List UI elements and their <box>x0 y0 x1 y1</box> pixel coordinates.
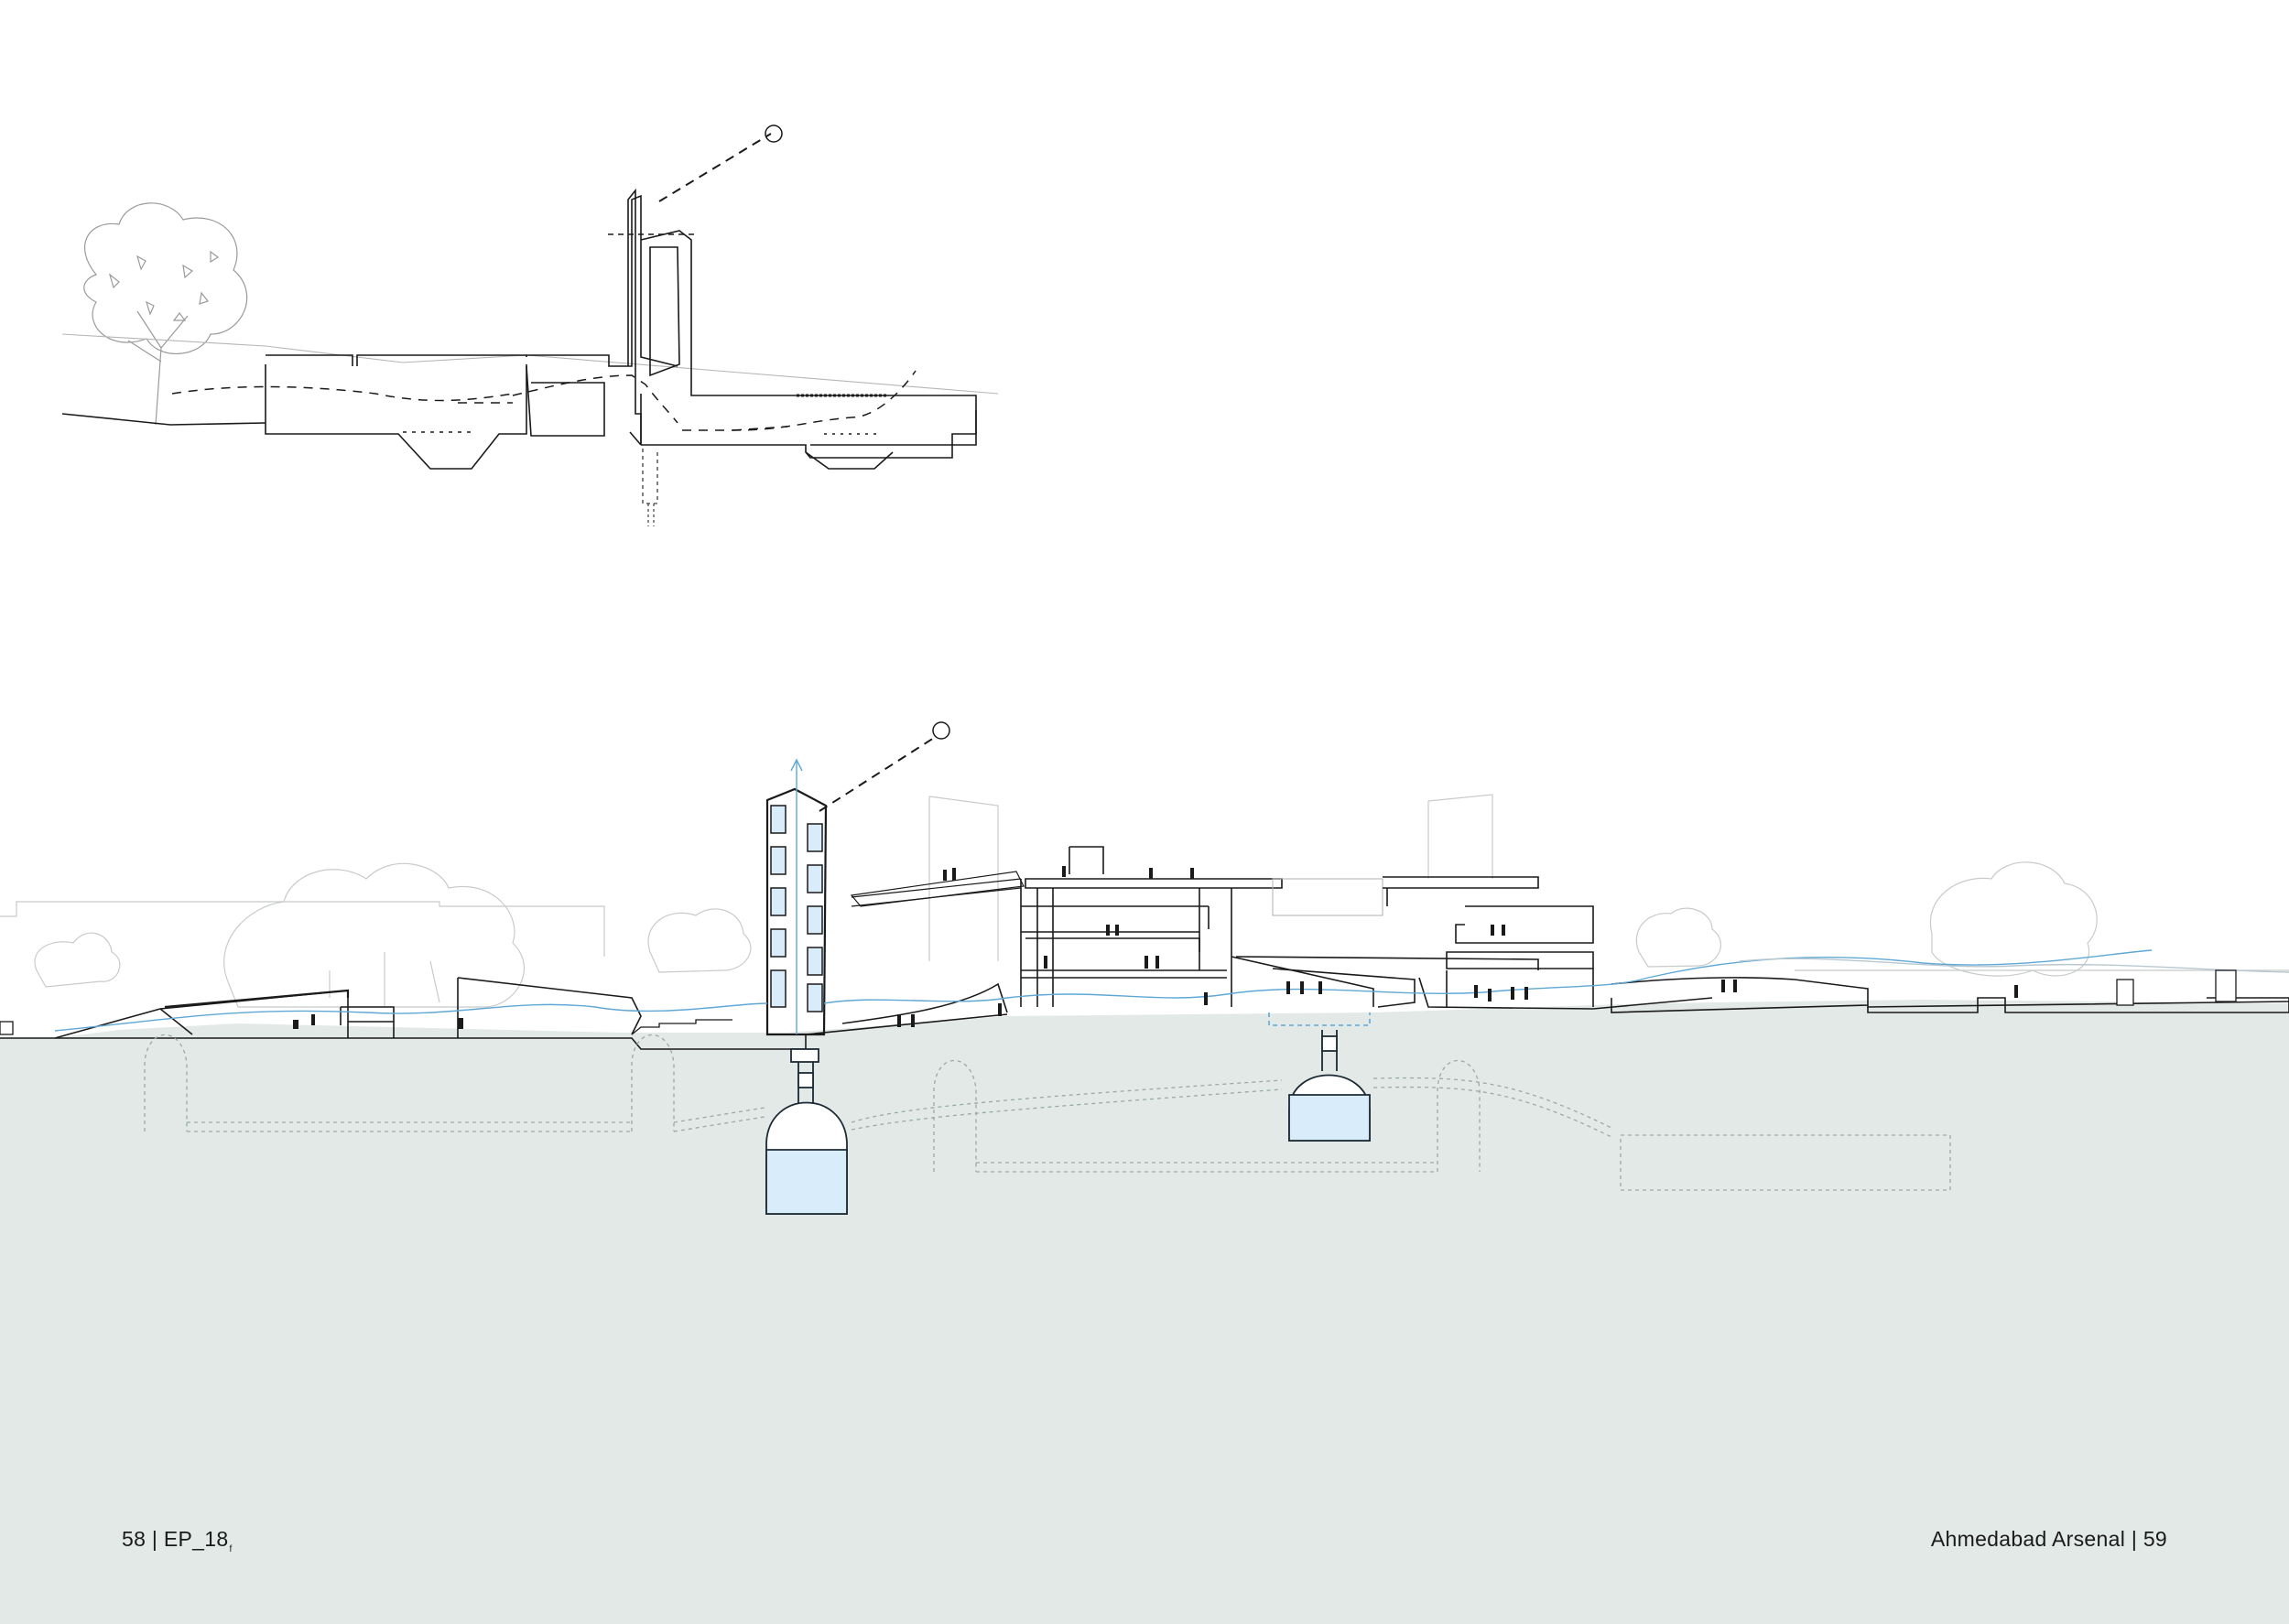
left-separator: | <box>151 1527 158 1551</box>
right-page-title: Ahmedabad Arsenal <box>1930 1527 2126 1551</box>
lower-section-drawing <box>0 721 2289 1215</box>
right-separator: | <box>2131 1527 2138 1551</box>
right-page-number: 59 <box>2143 1527 2167 1551</box>
left-page-number: 58 <box>122 1527 146 1551</box>
people-figures <box>293 866 2018 1029</box>
left-series-subscript: f <box>229 1544 233 1554</box>
upper-tree <box>83 202 248 426</box>
upper-section-diagram <box>61 125 999 526</box>
cisterns <box>765 1030 1371 1215</box>
background-ghost <box>0 794 2289 1008</box>
tower-water-cells <box>770 805 823 1012</box>
right-page-footer: Ahmedabad Arsenal | 59 <box>1931 1527 2167 1552</box>
left-series-label: EP_18 <box>163 1527 229 1551</box>
underground-ducts <box>144 1034 1951 1191</box>
left-page-footer: 58 | EP_18f <box>122 1527 233 1554</box>
ground-fill <box>0 1000 2289 1624</box>
vehicles <box>0 969 2237 1035</box>
air-flow-lines <box>54 758 2289 1034</box>
